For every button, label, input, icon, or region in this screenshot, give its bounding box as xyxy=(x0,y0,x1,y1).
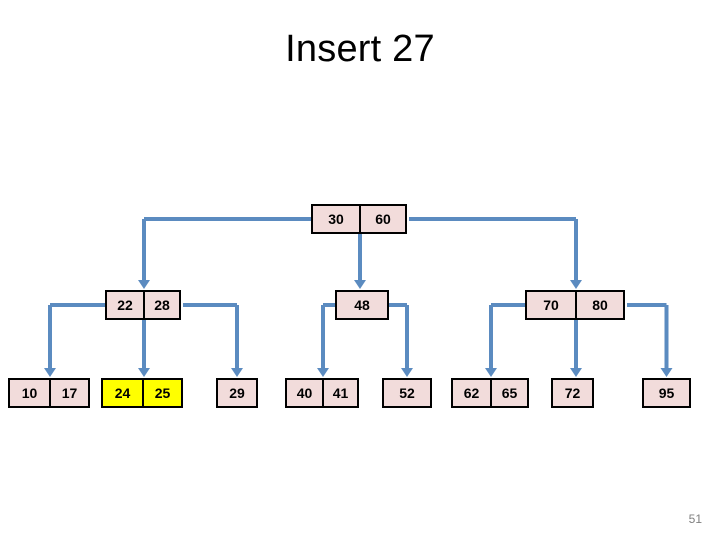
tree-key-28: 28 xyxy=(143,292,179,318)
tree-key-72: 72 xyxy=(553,380,592,406)
tree-key-48: 48 xyxy=(337,292,387,318)
tree-key-10: 10 xyxy=(10,380,49,406)
tree-key-95: 95 xyxy=(644,380,689,406)
tree-key-17: 17 xyxy=(49,380,88,406)
tree-key-52: 52 xyxy=(384,380,430,406)
tree-key-40: 40 xyxy=(287,380,322,406)
page-title: Insert 27 xyxy=(285,28,435,70)
tree-key-80: 80 xyxy=(575,292,623,318)
tree-node-48: 48 xyxy=(335,290,389,320)
tree-node-72: 72 xyxy=(551,378,594,408)
tree-key-65: 65 xyxy=(490,380,527,406)
tree-key-70: 70 xyxy=(527,292,575,318)
tree-node-52: 52 xyxy=(382,378,432,408)
tree-key-41: 41 xyxy=(322,380,357,406)
tree-key-60: 60 xyxy=(359,206,405,232)
tree-node-95: 95 xyxy=(642,378,691,408)
tree-key-29: 29 xyxy=(218,380,256,406)
tree-node-29: 29 xyxy=(216,378,258,408)
page-number: 51 xyxy=(688,512,702,526)
tree-key-24: 24 xyxy=(103,380,142,406)
tree-key-62: 62 xyxy=(453,380,490,406)
tree-key-30: 30 xyxy=(313,206,359,232)
tree-key-25: 25 xyxy=(142,380,181,406)
tree-key-22: 22 xyxy=(107,292,143,318)
